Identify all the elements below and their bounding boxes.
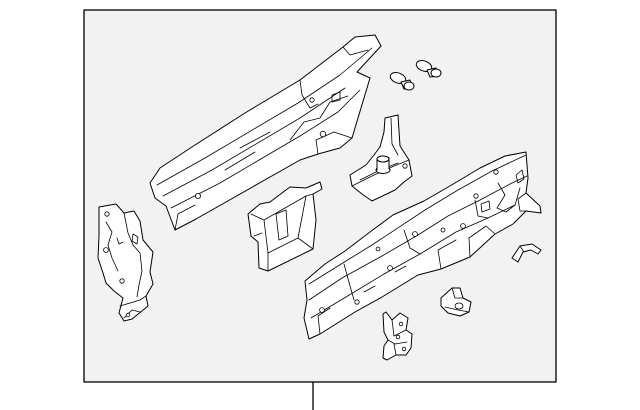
small-bracket [440,287,472,317]
small-clip [511,243,542,263]
rail-extension-bracket [349,114,413,202]
center-reinforcement [247,181,323,272]
upper-rail [149,34,382,231]
mounting-bolt-right [415,60,442,78]
side-bracket [97,203,154,322]
vertical-support-bracket [382,311,413,361]
mounting-bolt-left [389,72,415,91]
lower-rail [303,151,542,340]
